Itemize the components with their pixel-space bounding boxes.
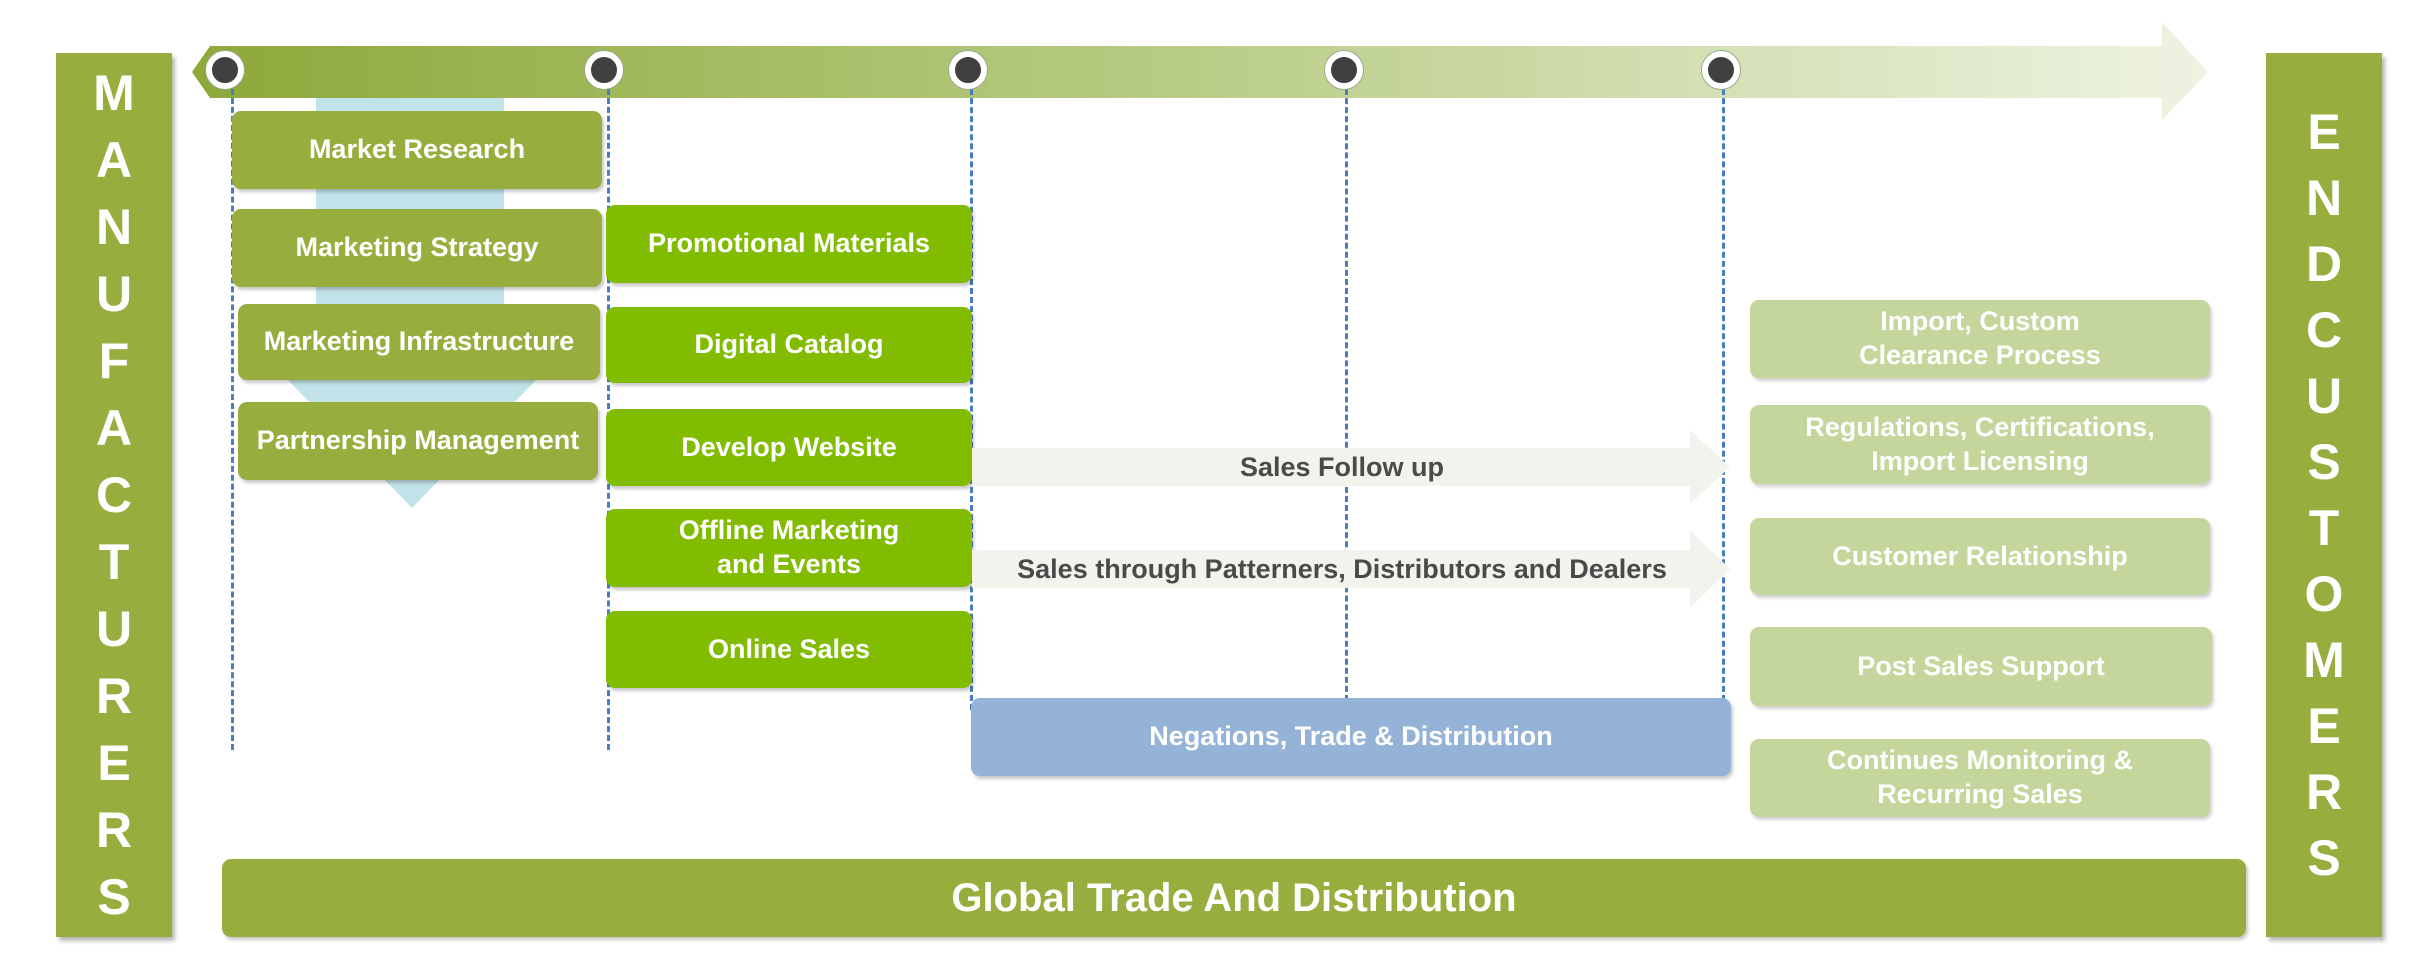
pillar-letter: R — [2305, 764, 2343, 820]
timeline-node-4 — [1325, 51, 1363, 89]
sales-follow-up-arrow — [972, 430, 1730, 504]
pillar-letter: N — [2305, 170, 2343, 226]
pillar-letter: S — [2307, 434, 2341, 490]
marketing-strategy-box: Marketing Strategy — [232, 209, 602, 287]
pillar-letter: M — [93, 64, 135, 121]
post-sales-support-box: Post Sales Support — [1750, 627, 2212, 706]
manufacturers-pillar: M A N U F A C T U R E R S — [56, 53, 172, 937]
pillar-letter: D — [2305, 236, 2343, 292]
pillar-letter: S — [2307, 830, 2341, 886]
pillar-letter: T — [2308, 500, 2340, 556]
regulations-box: Regulations, Certifications, Import Lice… — [1750, 405, 2210, 484]
partnership-management-box: Partnership Management — [238, 402, 598, 480]
pillar-letter: N — [95, 198, 133, 255]
pillar-letter: R — [95, 801, 133, 858]
marketing-infrastructure-box: Marketing Infrastructure — [238, 304, 600, 380]
pillar-letter: U — [95, 265, 133, 322]
pillar-letter: U — [2305, 368, 2343, 424]
pillar-letter: E — [2307, 104, 2341, 160]
pillar-letter: A — [95, 399, 133, 456]
pillar-letter: O — [2304, 566, 2344, 622]
timeline-node-2 — [585, 51, 623, 89]
promotional-materials-box: Promotional Materials — [606, 205, 972, 283]
pillar-letter: R — [95, 667, 133, 724]
sales-partners-arrow — [972, 530, 1730, 608]
pillar-letter: E — [97, 734, 131, 791]
sales-partners-label: Sales through Patterners, Distributors a… — [1017, 553, 1667, 584]
import-clearance-label: Import, Custom Clearance Process — [1859, 306, 2101, 370]
import-clearance-box: Import, Custom Clearance Process — [1750, 300, 2210, 378]
pillar-letter: A — [95, 131, 133, 188]
pillar-letter: S — [97, 868, 131, 925]
phase-divider-3 — [970, 80, 973, 710]
global-trade-bar: Global Trade And Distribution — [222, 859, 2246, 937]
digital-catalog-box: Digital Catalog — [606, 307, 972, 383]
timeline-node-5 — [1702, 51, 1740, 89]
timeline-node-1 — [206, 51, 244, 89]
end-customers-pillar: E N D C U S T O M E R S — [2266, 53, 2382, 937]
monitoring-label: Continues Monitoring & Recurring Sales — [1827, 745, 2133, 809]
online-sales-box: Online Sales — [606, 611, 972, 688]
timeline-node-3 — [949, 51, 987, 89]
pillar-letter: E — [2307, 698, 2341, 754]
pillar-letter: C — [95, 466, 133, 523]
pillar-letter: U — [95, 600, 133, 657]
offline-marketing-box: Offline Marketing and Events — [606, 509, 972, 587]
regulations-label: Regulations, Certifications, Import Lice… — [1805, 411, 2155, 476]
phase-divider-5 — [1722, 80, 1725, 710]
pillar-letter: C — [2305, 302, 2343, 358]
phase-divider-4 — [1345, 80, 1348, 710]
customer-relationship-box: Customer Relationship — [1750, 518, 2210, 595]
phase-divider-1 — [231, 80, 234, 750]
monitoring-box: Continues Monitoring & Recurring Sales — [1750, 739, 2210, 817]
pillar-letter: M — [2303, 632, 2345, 688]
sales-follow-up-label: Sales Follow up — [1239, 451, 1445, 482]
pillar-letter: F — [98, 332, 130, 389]
timeline-arrow-body — [192, 22, 2208, 120]
pillar-letter: T — [98, 533, 130, 590]
market-research-box: Market Research — [232, 111, 602, 189]
negotiations-box: Negations, Trade & Distribution — [971, 698, 1731, 776]
offline-marketing-label: Offline Marketing and Events — [678, 515, 900, 579]
develop-website-box: Develop Website — [606, 409, 972, 486]
